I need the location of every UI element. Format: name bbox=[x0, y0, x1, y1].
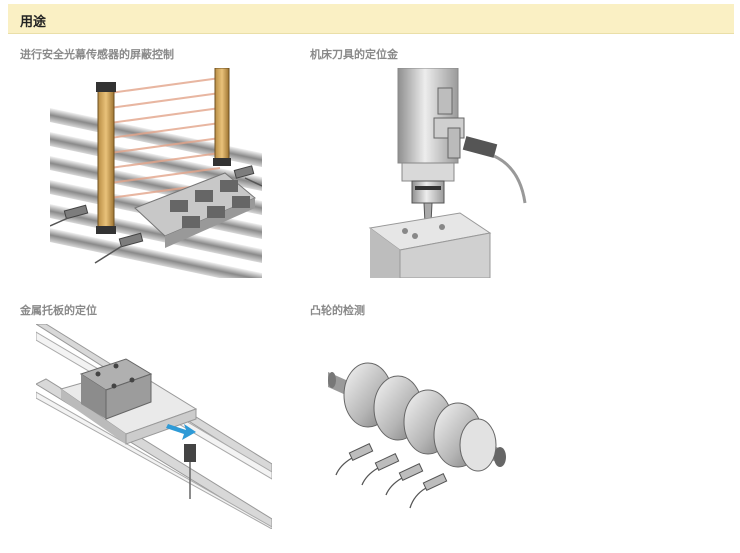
application-caption-machine-tool: 机床刀具的定位金 bbox=[310, 48, 398, 61]
cam-detection-illustration bbox=[328, 350, 508, 520]
safety-light-curtain-conveyor-illustration bbox=[50, 68, 262, 278]
section-title: 用途 bbox=[20, 15, 47, 30]
application-caption-cam: 凸轮的检测 bbox=[310, 304, 365, 317]
section-header: 用途 bbox=[8, 4, 734, 34]
metal-pallet-positioning-illustration bbox=[36, 324, 272, 529]
application-caption-light-curtain: 进行安全光幕传感器的屏蔽控制 bbox=[20, 48, 174, 61]
machine-tool-positioning-illustration bbox=[360, 68, 530, 278]
application-caption-metal-pallet: 金属托板的定位 bbox=[20, 304, 97, 317]
